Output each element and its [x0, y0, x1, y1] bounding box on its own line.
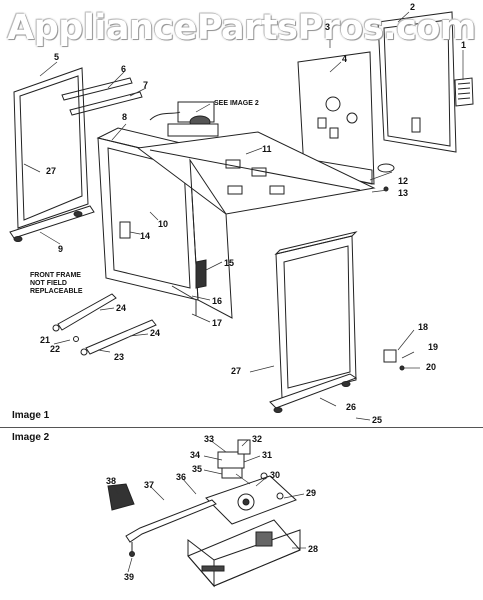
section-image-1: Image 1: [12, 410, 50, 421]
valve-assembly-detail: [187, 439, 301, 588]
callout-39: 39: [124, 572, 135, 582]
cabinet-body: [136, 131, 376, 319]
side-panel-front-right: [274, 231, 358, 399]
callout-19: 19: [428, 342, 439, 352]
callout-37: 37: [144, 480, 155, 490]
callout-33: 33: [204, 434, 215, 444]
callout-34: 34: [190, 450, 201, 460]
callout-13: 13: [398, 188, 409, 198]
callout-4: 4: [342, 54, 348, 64]
note-front-frame: FRONT FRAME NOT FIELD REPLACEABLE: [30, 272, 83, 295]
callout-21: 21: [40, 335, 51, 345]
callout-3: 3: [325, 22, 331, 32]
callout-24a: 24: [116, 303, 127, 313]
vent-grille: [454, 77, 474, 107]
part-12: [377, 163, 395, 173]
rail-6: [61, 77, 133, 101]
rear-panel: [297, 51, 375, 185]
callout-16: 16: [212, 296, 223, 306]
callout-5: 5: [54, 52, 60, 62]
callout-25: 25: [372, 415, 383, 425]
callout-12: 12: [398, 176, 409, 186]
section-divider: [0, 427, 483, 428]
callout-31: 31: [262, 450, 273, 460]
callout-1: 1: [461, 40, 467, 50]
callout-30: 30: [270, 470, 281, 480]
watermark: AppliancePartsPros.com: [7, 8, 476, 48]
callout-22: 22: [50, 344, 61, 354]
bottom-rail: [9, 205, 95, 239]
callout-7: 7: [143, 80, 149, 90]
bottom-rail-right: [269, 373, 358, 409]
valve-assembly: [149, 101, 219, 137]
callout-20: 20: [426, 362, 437, 372]
rail-24b: [85, 319, 157, 355]
bracket-15: [195, 259, 207, 289]
callout-26: 26: [346, 402, 357, 412]
callout-10: 10: [158, 219, 169, 229]
callout-8: 8: [122, 112, 128, 122]
callout-6: 6: [121, 64, 127, 74]
rail-24a: [57, 293, 117, 331]
section-image-2: Image 2: [12, 432, 50, 443]
callout-23: 23: [114, 352, 125, 362]
callout-24b: 24: [150, 328, 161, 338]
callout-29: 29: [306, 488, 317, 498]
note-see-image-2: SEE IMAGE 2: [214, 100, 259, 107]
callout-9: 9: [58, 244, 64, 254]
callout-35: 35: [192, 464, 203, 474]
callout-2: 2: [410, 2, 416, 12]
callout-17: 17: [212, 318, 223, 328]
callout-15: 15: [224, 258, 235, 268]
bracket-14: [119, 221, 131, 239]
callout-32: 32: [252, 434, 263, 444]
callout-18: 18: [418, 322, 429, 332]
callout-27a: 27: [46, 166, 57, 176]
callout-28: 28: [308, 544, 319, 554]
callout-38: 38: [106, 476, 117, 486]
callout-14: 14: [140, 231, 151, 241]
callout-27b: 27: [231, 366, 242, 376]
side-panel-right: [377, 11, 457, 153]
bracket-19: [383, 349, 397, 363]
callout-11: 11: [262, 144, 272, 154]
left-side-panel: [13, 67, 89, 229]
rail-7: [69, 91, 143, 116]
igniter-wire-detail: [107, 483, 217, 557]
callout-36: 36: [176, 472, 187, 482]
